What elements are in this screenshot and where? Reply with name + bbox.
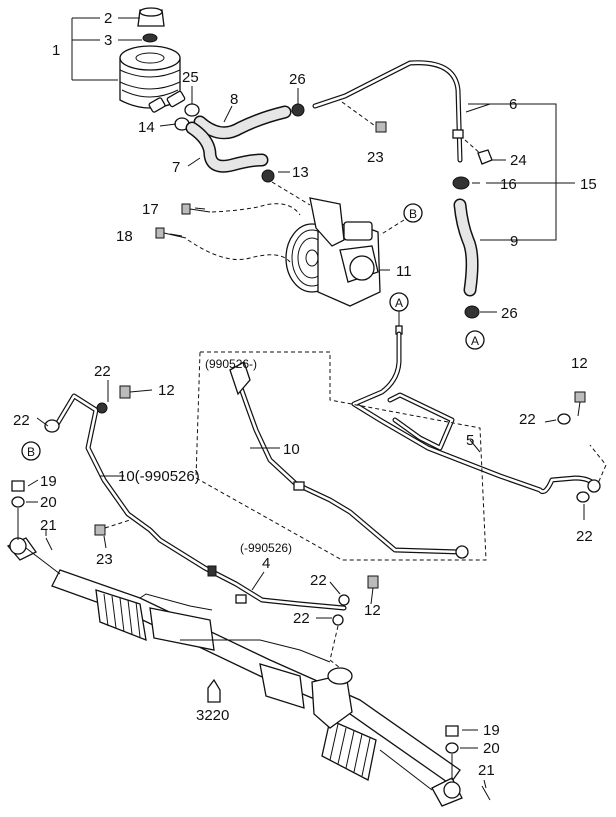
label-23-top: 23 bbox=[367, 149, 384, 166]
bolt-12-left bbox=[119, 385, 153, 399]
return-hose-9 bbox=[453, 198, 479, 297]
label-15: 15 bbox=[580, 176, 597, 193]
washer-22-right bbox=[557, 413, 571, 425]
label-8: 8 bbox=[230, 91, 238, 108]
bolt-24 bbox=[464, 139, 493, 165]
gear-mount-icon bbox=[207, 678, 221, 703]
label-9: 9 bbox=[510, 233, 518, 250]
label-7: 7 bbox=[172, 159, 180, 176]
label-13: 13 bbox=[292, 164, 309, 181]
washer-20-left bbox=[11, 496, 25, 508]
bolt-17 bbox=[181, 203, 301, 216]
label-6: 6 bbox=[509, 96, 517, 113]
label-24: 24 bbox=[510, 152, 527, 169]
washer-22-left bbox=[96, 402, 108, 414]
label-16: 16 bbox=[500, 176, 517, 193]
label-22-b: 22 bbox=[13, 412, 30, 429]
callout-B-pump-text: B bbox=[409, 207, 417, 221]
bolt-12-right bbox=[574, 391, 586, 417]
label-22-e: 22 bbox=[519, 411, 536, 428]
bolt-23-lower bbox=[94, 519, 131, 536]
tie-rod-end-right bbox=[379, 749, 463, 807]
nut-19-right bbox=[445, 725, 459, 737]
clamp-26-top bbox=[291, 103, 305, 117]
label-18: 18 bbox=[116, 228, 133, 245]
suction-hose-7 bbox=[185, 121, 269, 173]
label-17: 17 bbox=[142, 201, 159, 218]
cotter-pin-21-left bbox=[45, 537, 53, 551]
note-990526-before: (-990526) bbox=[240, 541, 292, 555]
label-12-c: 12 bbox=[571, 355, 588, 372]
washer-20-right bbox=[445, 742, 459, 754]
pressure-tube-5 bbox=[351, 331, 599, 495]
callout-B-left bbox=[21, 441, 41, 461]
label-12-b: 12 bbox=[364, 602, 381, 619]
label-26-top: 26 bbox=[289, 71, 306, 88]
washer-22-lower bbox=[576, 491, 590, 503]
label-23-lower: 23 bbox=[96, 551, 113, 568]
label-3220: 3220 bbox=[196, 707, 229, 724]
reservoir bbox=[119, 45, 186, 113]
return-tube-6 bbox=[312, 60, 464, 163]
reservoir-cap bbox=[137, 7, 165, 27]
cap-gasket bbox=[142, 33, 158, 43]
label-22-c: 22 bbox=[310, 572, 327, 589]
label-2: 2 bbox=[104, 10, 112, 27]
tie-rod-end-left bbox=[6, 537, 61, 575]
callout-A-bottom-text: A bbox=[471, 334, 479, 348]
pressure-hose-10-old bbox=[44, 393, 347, 611]
nut-19-left bbox=[11, 480, 25, 492]
label-3: 3 bbox=[104, 32, 112, 49]
callout-B-left-text: B bbox=[27, 445, 35, 459]
return-hose-8 bbox=[193, 105, 292, 140]
clamp-13 bbox=[261, 169, 275, 183]
clamp-26-bottom bbox=[464, 305, 480, 319]
label-22-d: 22 bbox=[293, 610, 310, 627]
clamp-25 bbox=[184, 103, 200, 117]
label-19-left: 19 bbox=[40, 473, 57, 490]
cotter-pin-21-right bbox=[481, 785, 491, 801]
label-12-a: 12 bbox=[158, 382, 175, 399]
washer-22-mid-upper bbox=[338, 594, 350, 606]
label-21-right: 21 bbox=[478, 762, 495, 779]
bolt-18 bbox=[155, 227, 291, 263]
power-steering-pump-11 bbox=[285, 197, 381, 307]
washer-22-mid-lower bbox=[332, 614, 344, 626]
bolt-12-mid bbox=[367, 575, 379, 605]
label-21-left: 21 bbox=[40, 517, 57, 534]
label-22-a: 22 bbox=[94, 363, 111, 380]
bolt-23-top bbox=[341, 101, 387, 133]
label-20-left: 20 bbox=[40, 494, 57, 511]
label-20-right: 20 bbox=[483, 740, 500, 757]
label-10-old: 10(-990526) bbox=[118, 468, 200, 485]
label-14: 14 bbox=[138, 119, 155, 136]
label-25: 25 bbox=[182, 69, 199, 86]
steering-gear-box-3220 bbox=[51, 569, 461, 785]
clamp-16 bbox=[452, 176, 470, 190]
pressure-hose-10-new bbox=[229, 361, 469, 559]
label-10-new: 10 bbox=[283, 441, 300, 458]
callout-A-bottom bbox=[465, 330, 485, 350]
note-990526-after: (990526-) bbox=[205, 357, 257, 371]
label-11: 11 bbox=[396, 263, 412, 280]
callout-B-pump bbox=[403, 203, 423, 223]
label-22-f: 22 bbox=[576, 528, 593, 545]
callout-A-top-text: A bbox=[395, 296, 403, 310]
label-4: 4 bbox=[262, 555, 270, 572]
label-19-right: 19 bbox=[483, 722, 500, 739]
label-26-bottom: 26 bbox=[501, 305, 518, 322]
label-1: 1 bbox=[52, 42, 60, 59]
label-5: 5 bbox=[466, 432, 474, 449]
